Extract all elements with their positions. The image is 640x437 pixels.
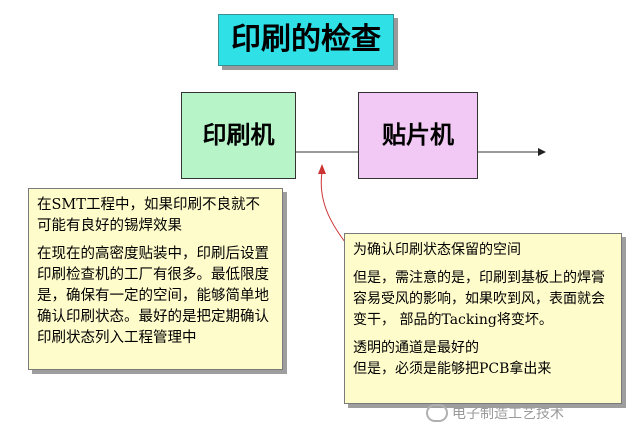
page-title: 印刷的检查 xyxy=(218,14,394,66)
note-right-para1: 为确认印刷状态保留的空间 xyxy=(353,242,521,258)
note-right: 为确认印刷状态保留的空间 但是，需注意的是，印刷到基板上的焊膏容易受风的影响，如… xyxy=(344,233,622,404)
output-arrowhead xyxy=(538,148,546,156)
watermark: 电子制造工艺技术 xyxy=(426,400,564,426)
note-left: 在SMT工程中，如果印刷不良就不可能有良好的锡焊效果 在现在的高密度贴装中，印刷… xyxy=(28,188,283,370)
watermark-text: 电子制造工艺技术 xyxy=(452,406,564,422)
note-right-para3: 透明的通道是最好的 但是，必须是能够把PCB拿出来 xyxy=(353,340,552,377)
mounter-box: 贴片机 xyxy=(358,92,478,179)
printer-box: 印刷机 xyxy=(181,92,296,179)
callout-arrowhead xyxy=(318,164,326,174)
wechat-icon xyxy=(426,404,448,422)
note-left-para2: 在现在的高密度贴装中，印刷后设置印刷检查机的工厂有很多。最低限度是，确保有一定的… xyxy=(37,246,269,346)
note-right-para2: 但是，需注意的是，印刷到基板上的焊膏容易受风的影响，如果吹到风，表面就会变干， … xyxy=(353,270,605,328)
callout-arrow xyxy=(320,171,346,243)
note-left-para1: 在SMT工程中，如果印刷不良就不可能有良好的锡焊效果 xyxy=(37,197,260,234)
